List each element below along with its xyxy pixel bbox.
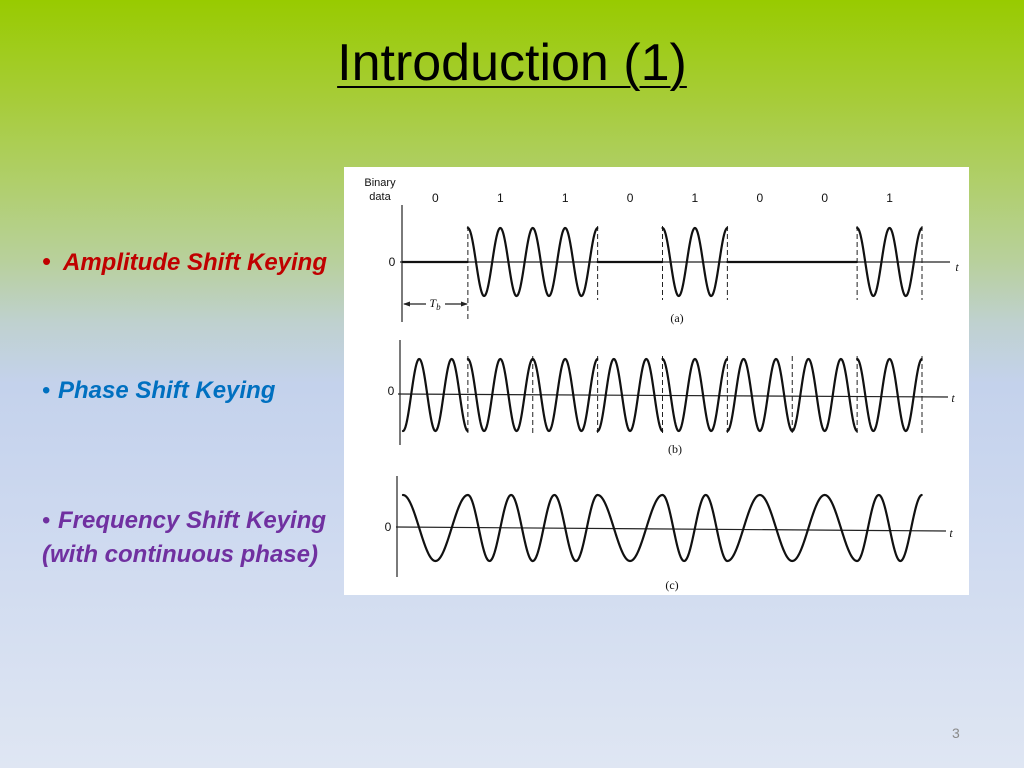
panel-a-time-label: t — [955, 260, 959, 274]
bit-label: 0 — [627, 191, 634, 205]
bullet-amplitude-shift-keying: • Amplitude Shift Keying — [42, 247, 327, 277]
panel-c-bit-segment — [661, 493, 729, 563]
panel-a-waveform — [401, 226, 923, 298]
arrowhead-left-icon — [403, 301, 410, 307]
keying-waveform-figure: Binary data 0 1 1 0 1 0 0 1 0 t Tb (a) 0 t — [344, 167, 969, 595]
panel-c-bit-segment — [531, 493, 599, 563]
panel-a-carrier-burst — [856, 226, 923, 298]
panel-b-caption: (b) — [668, 442, 682, 456]
panel-c-time-axis — [395, 526, 947, 532]
panel-c-caption: (c) — [665, 578, 678, 592]
panel-b-time-axis — [397, 393, 949, 398]
bit-period-subscript: b — [436, 302, 441, 312]
panel-b-bit-segment — [401, 357, 469, 433]
panel-c-bit-segment — [726, 493, 793, 563]
panel-b-bit-segment — [466, 357, 534, 433]
bit-label: 1 — [497, 191, 504, 205]
panel-b: 0 t (b) — [388, 340, 955, 456]
bit-label: 0 — [432, 191, 439, 205]
panel-c-bit-segment — [401, 493, 469, 563]
bit-label: 1 — [562, 191, 569, 205]
panel-a-carrier-burst — [661, 226, 729, 298]
panel-b-bit-segment — [531, 357, 599, 433]
slide-title: Introduction (1) — [337, 34, 687, 92]
panel-c-waveform — [401, 493, 923, 563]
panel-a-zero-label: 0 — [389, 255, 396, 269]
bullet-frequency-shift-keying-continuation: (with continuous phase) — [42, 541, 318, 569]
bullet-text: Phase Shift Keying — [58, 377, 276, 404]
panel-c-bit-segment — [466, 493, 534, 563]
panel-a: 0 t Tb (a) — [389, 205, 959, 325]
panel-b-bit-segment — [661, 357, 729, 433]
panel-b-bit-boundaries — [467, 356, 923, 434]
panel-b-bit-segment — [596, 357, 664, 433]
binary-data-label-line1: Binary — [364, 177, 396, 189]
bit-label: 0 — [756, 191, 763, 205]
panel-a-caption: (a) — [670, 311, 683, 325]
bit-period-annotation: Tb — [403, 296, 468, 312]
bit-label: 1 — [692, 191, 699, 205]
panel-b-time-label: t — [951, 391, 955, 405]
panel-a-carrier-burst — [466, 226, 534, 298]
bullet-marker: • — [42, 377, 51, 404]
bullet-text: Frequency Shift Keying — [58, 507, 327, 534]
panel-c: 0 t (c) — [385, 476, 953, 592]
bullet-text: (with continuous phase) — [42, 541, 318, 568]
bullet-marker: • — [42, 507, 51, 534]
bit-period-label: Tb — [429, 296, 441, 312]
panel-a-carrier-burst — [531, 226, 599, 298]
panel-c-bit-segment — [791, 493, 858, 563]
bit-labels: 0 1 1 0 1 0 0 1 — [432, 191, 893, 205]
panel-b-bit-segment — [856, 357, 923, 433]
bullet-marker: • — [42, 246, 52, 276]
panel-a-bit-boundaries — [467, 226, 923, 322]
bullet-text: Amplitude Shift Keying — [63, 249, 327, 276]
panel-b-zero-label: 0 — [388, 384, 395, 398]
binary-data-label-line2: data — [369, 191, 391, 203]
slide-number: 3 — [952, 725, 960, 741]
bit-period-symbol: T — [429, 296, 437, 310]
bullet-phase-shift-keying: • Phase Shift Keying — [42, 377, 275, 405]
bullet-frequency-shift-keying: • Frequency Shift Keying — [42, 507, 326, 535]
panel-b-bit-segment — [791, 357, 858, 433]
bit-label: 1 — [886, 191, 893, 205]
panel-c-bit-segment — [596, 493, 664, 563]
panel-c-zero-label: 0 — [385, 520, 392, 534]
panel-b-waveform — [401, 357, 923, 433]
panel-b-bit-segment — [726, 357, 793, 433]
waveform-diagram: Binary data 0 1 1 0 1 0 0 1 0 t Tb (a) 0 t — [364, 177, 959, 592]
panel-c-time-label: t — [949, 526, 953, 540]
panel-c-bit-segment — [856, 493, 923, 563]
bit-label: 0 — [821, 191, 828, 205]
arrowhead-right-icon — [461, 301, 468, 307]
